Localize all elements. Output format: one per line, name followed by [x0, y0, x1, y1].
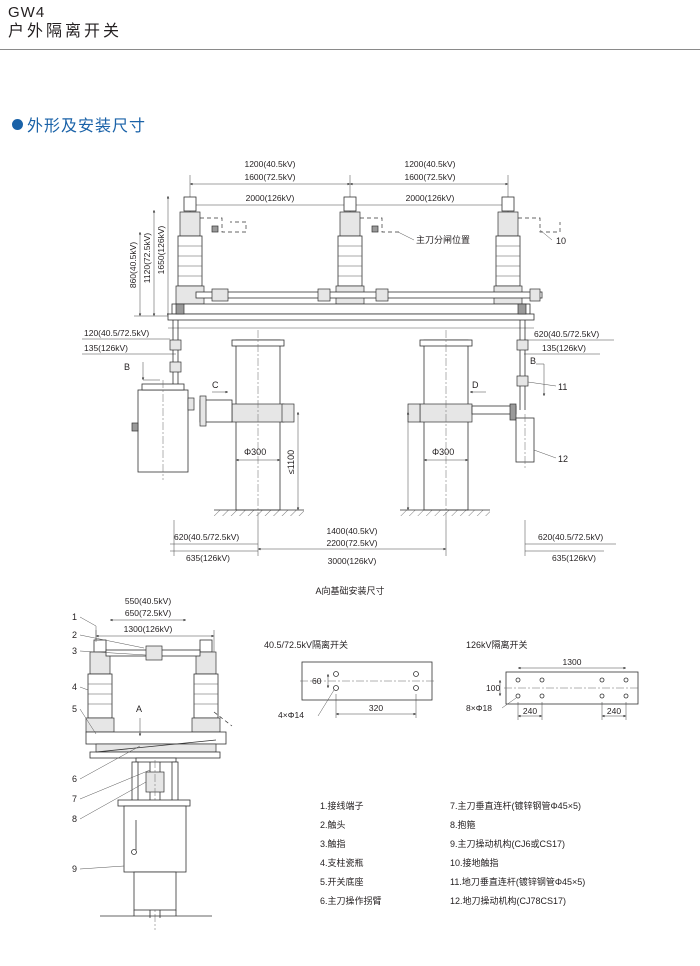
bullet-icon [12, 118, 23, 130]
part-item-4: 4.支柱瓷瓶 [320, 857, 364, 868]
bottom-right-dim-1: 620(40.5/72.5kV) [538, 532, 603, 542]
insulator-left [175, 196, 205, 305]
foundation-right-holes: 8×Φ18 [466, 703, 492, 713]
height-dim-3: 1650(126kV) [156, 225, 166, 274]
callout-12: 12 [558, 454, 568, 464]
front-view: 1200(40.5kV) 1600(72.5kV) 2000(126kV) 12… [82, 159, 616, 596]
part-item-1: 1.接线端子 [320, 800, 364, 811]
side-top-dim-1: 550(40.5kV) [125, 596, 171, 606]
bottom-left-dim-1: 620(40.5/72.5kV) [174, 532, 239, 542]
foundation-right-title: 126kV隔离开关 [466, 639, 528, 650]
right-offset-2: 135(126kV) [542, 343, 586, 353]
part-item-8: 8.抱箍 [450, 819, 476, 830]
foundation-left-title: 40.5/72.5kV隔离开关 [264, 639, 348, 650]
view-b-right-label: B [530, 356, 536, 366]
part-item-3: 3.触指 [320, 838, 346, 849]
span-dim-2-left: 1600(72.5kV) [244, 172, 295, 182]
header: GW4 户外隔离开关 [8, 4, 122, 42]
side-callout-8: 8 [72, 814, 77, 824]
bottom-center-dim-2: 2200(72.5kV) [326, 538, 377, 548]
part-item-11: 11.地刀垂直连杆(镀锌钢管Φ45×5) [450, 876, 585, 887]
height-dim-1: 860(40.5kV) [128, 242, 138, 288]
left-offset-2: 135(126kV) [84, 343, 128, 353]
section-title: 外形及安装尺寸 [27, 118, 147, 135]
bottom-center-dim-1: 1400(40.5kV) [326, 526, 377, 536]
part-item-10: 10.接地触指 [450, 857, 499, 868]
pillar-right [407, 330, 517, 520]
base-height-dim: ≤1100 [286, 450, 296, 474]
side-callout-7: 7 [72, 794, 77, 804]
model-number: GW4 [8, 4, 46, 21]
side-top-dim-2: 650(72.5kV) [125, 608, 171, 618]
product-name: 户外隔离开关 [8, 23, 123, 40]
view-d-label: D [472, 380, 479, 390]
side-callout-9: 9 [72, 864, 77, 874]
pillar-diameter-right: Φ300 [432, 447, 454, 457]
mechanism-box-left [131, 380, 195, 480]
part-item-5: 5.开关底座 [320, 876, 364, 887]
part-item-7: 7.主刀垂直连杆(镀锌钢管Φ45×5) [450, 800, 581, 811]
foundation-plan-left: 40.5/72.5kV隔离开关 60 320 4×Φ14 [264, 639, 434, 720]
insulator-center [335, 196, 365, 305]
parts-list: 1.接线端子 2.触头 3.触指 4.支柱瓷瓶 5.开关底座 6.主刀操作拐臂 … [320, 800, 585, 906]
part-item-6: 6.主刀操作拐臂 [320, 895, 382, 906]
right-offset-1: 620(40.5/72.5kV) [534, 329, 599, 339]
pillar-left [199, 330, 295, 520]
part-item-12: 12.地刀操动机构(CJ78CS17) [450, 895, 566, 906]
side-view: 550(40.5kV) 650(72.5kV) 1300(126kV) A [72, 596, 233, 930]
callout-10: 10 [556, 236, 566, 246]
foundation-caption: A向基础安装尺寸 [315, 585, 384, 596]
part-item-9: 9.主刀操动机构(CJ6或CS17) [450, 838, 565, 849]
height-dim-2: 1120(72.5kV) [142, 233, 152, 284]
view-c-label: C [212, 380, 219, 390]
span-dim-2-right: 1600(72.5kV) [404, 172, 455, 182]
side-arrow-a: A [136, 704, 142, 714]
side-callout-2: 2 [72, 630, 77, 640]
view-b-label: B [124, 362, 130, 372]
foundation-right-dim-a: 1300 [563, 657, 582, 667]
side-callout-5: 5 [72, 704, 77, 714]
left-offset-1: 120(40.5/72.5kV) [84, 328, 149, 338]
span-dim-3-left: 2000(126kV) [246, 193, 295, 203]
side-callout-6: 6 [72, 774, 77, 784]
side-callout-3: 3 [72, 646, 77, 656]
side-callout-4: 4 [72, 682, 77, 692]
callout-11: 11 [558, 382, 567, 392]
foundation-right-dim-b: 100 [486, 683, 500, 693]
foundation-left-holes: 4×Φ14 [278, 710, 304, 720]
span-dim-1-left: 1200(40.5kV) [244, 159, 295, 169]
foundation-left-dim-b: 320 [369, 703, 383, 713]
bottom-right-dim-2: 635(126kV) [552, 553, 596, 563]
side-callout-1: 1 [72, 612, 77, 622]
foundation-left-dim-a: 60 [312, 676, 322, 686]
foundation-right-dim-c: 240 [523, 706, 537, 716]
part-item-2: 2.触头 [320, 819, 346, 830]
bottom-center-dim-3: 3000(126kV) [328, 556, 377, 566]
header-rule [0, 49, 700, 50]
section-heading: 外形及安装尺寸 [12, 112, 146, 136]
pillar-diameter-left: Φ300 [244, 447, 266, 457]
insulator-right [493, 196, 523, 305]
foundation-plan-right: 126kV隔离开关 1300 100 240 240 8×Φ18 [466, 639, 640, 720]
mechanism-box-right [515, 414, 535, 470]
bottom-left-dim-2: 635(126kV) [186, 553, 230, 563]
foundation-right-dim-d: 240 [607, 706, 621, 716]
side-top-dim-3: 1300(126kV) [124, 624, 173, 634]
span-dim-3-right: 2000(126kV) [406, 193, 455, 203]
blade-open-label: 主刀分闸位置 [416, 234, 470, 245]
span-dim-1-right: 1200(40.5kV) [404, 159, 455, 169]
